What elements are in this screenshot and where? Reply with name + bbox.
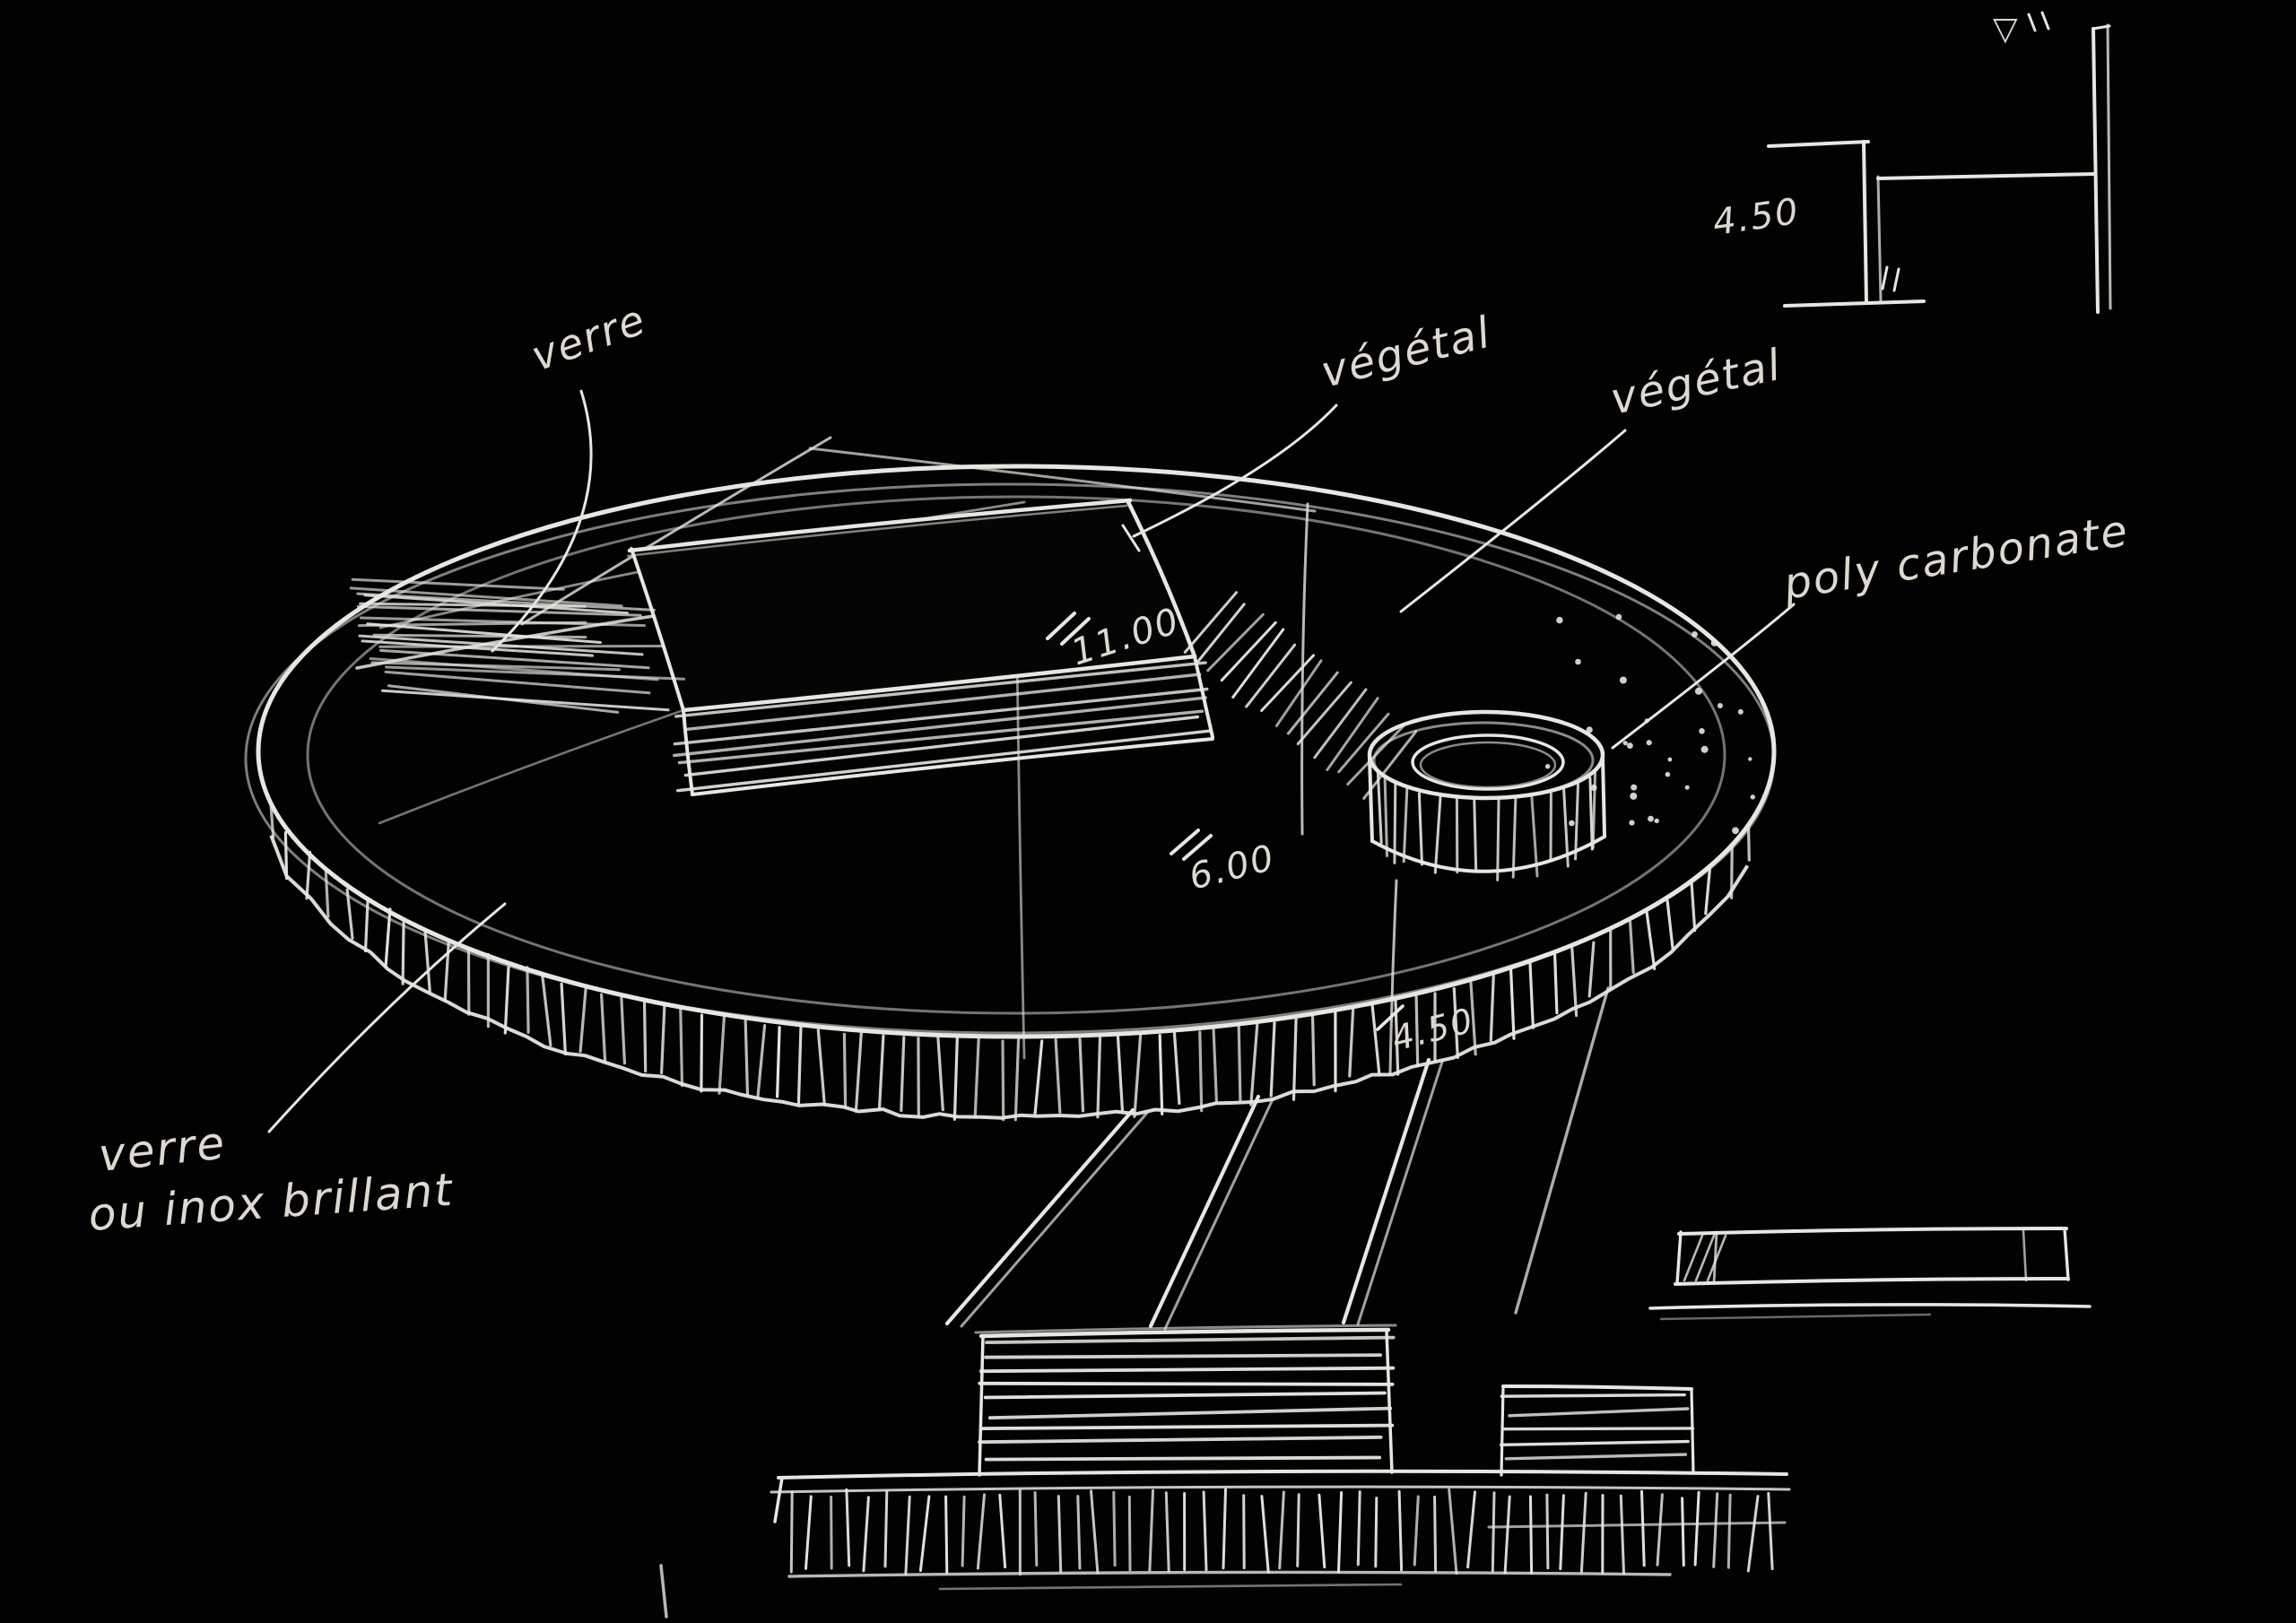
- disc-lower-rim-edge: [269, 834, 1750, 1120]
- leader-polycarbonate: [1611, 603, 1796, 750]
- elevation-colonnade-hatch: [789, 1488, 1774, 1576]
- corner-detail-sketch: [1767, 11, 2112, 314]
- disc-rim-colonnade-hatch: [269, 800, 1751, 1122]
- leader-vegetal-right: [1399, 429, 1627, 613]
- leader-verre: [491, 389, 593, 653]
- cylinder-side-hatch: [1376, 769, 1597, 881]
- leader-vegetal-center: [1132, 404, 1338, 538]
- level-marker-icon: ▽: [1993, 11, 2020, 48]
- planted-deck-hatch-left: [349, 577, 685, 714]
- leader-vegetal-center-tick: [1121, 524, 1141, 552]
- roof-box: [626, 498, 1214, 796]
- side-section-sketch: [1648, 1227, 2092, 1321]
- planted-ramp-hatch-right: [1183, 591, 1418, 800]
- main-disc-outline: [244, 464, 1777, 1039]
- gravel-stipple-dots: [1544, 613, 1756, 835]
- section-end-hatch: [1683, 1234, 1727, 1282]
- support-legs: [944, 986, 1610, 1331]
- label-polycarbonate: poly carbonate: [1779, 506, 2132, 610]
- elevation-louver-lines: [978, 1335, 1695, 1462]
- leader-material: [267, 902, 507, 1133]
- box-front-louver-lines: [673, 661, 1213, 793]
- leader-lines: [267, 389, 1796, 1133]
- label-vegetal-right: végétal: [1606, 340, 1787, 425]
- bottom-elevation-sketch: [659, 1324, 1791, 1619]
- dim-detail-height: 4.50: [1710, 191, 1803, 244]
- label-material-line1: verre: [96, 1116, 229, 1182]
- dimension-ticks: [1046, 612, 1405, 1031]
- label-verre: verre: [525, 295, 652, 381]
- label-vegetal-center: végétal: [1316, 307, 1496, 397]
